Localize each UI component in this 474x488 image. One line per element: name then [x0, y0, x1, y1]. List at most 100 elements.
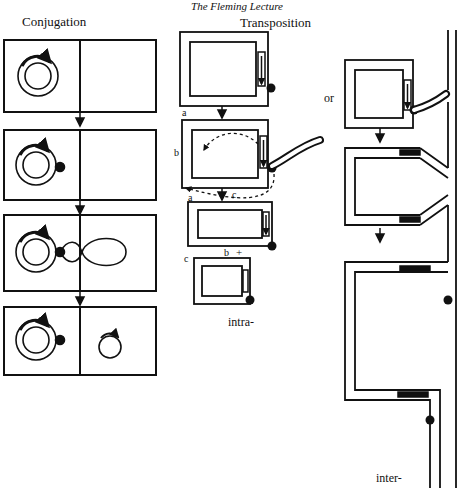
step-arrow [376, 234, 384, 242]
cell-wall [180, 32, 268, 106]
chromosome-circle [16, 56, 58, 360]
site-label: a [182, 108, 186, 118]
host-chromosome [448, 30, 456, 488]
cell-wall [198, 210, 262, 238]
conjugation-panels [79, 215, 81, 291]
cell-wall [188, 202, 272, 246]
site-label: + [236, 247, 242, 258]
dashed-path [186, 133, 274, 197]
conjugation-panels [79, 130, 81, 200]
step-arrow [76, 118, 84, 126]
cell-wall [345, 60, 413, 128]
chromosome-circle [18, 56, 58, 96]
site-label: c [232, 190, 236, 200]
site-label: b [224, 248, 229, 258]
conjugation-panels [4, 40, 156, 375]
step-arrow [76, 106, 384, 305]
step-arrow [76, 206, 84, 214]
section-heading: Transposition [240, 16, 311, 29]
step-arrow [79, 291, 81, 297]
replication-arrow [20, 56, 118, 338]
transposon [404, 80, 411, 110]
cell-wall [192, 130, 258, 178]
host-chromosome [447, 205, 449, 262]
replication-arrow [20, 320, 48, 330]
transposon-arrow [265, 215, 267, 234]
excised-element [414, 94, 446, 110]
conjugation-panels [4, 307, 156, 375]
replication-arrow [20, 232, 48, 242]
cell-wall [345, 148, 420, 225]
end-dot [246, 296, 255, 305]
end-dot [444, 296, 453, 305]
cell-wall [202, 266, 242, 296]
cell-wall [355, 272, 448, 488]
chromosome-circle [23, 152, 49, 178]
section-heading: Conjugation [22, 15, 86, 28]
chromosome-circle [16, 320, 56, 360]
transposon [400, 266, 430, 271]
step-arrow [79, 112, 81, 118]
step-arrow [79, 200, 81, 206]
end-dot [267, 84, 276, 93]
excised-element [414, 94, 446, 110]
dashed-path [204, 133, 258, 150]
plasmid [56, 163, 65, 172]
cell-wall [345, 262, 448, 488]
end-dot [426, 416, 435, 425]
cell-wall [182, 120, 268, 188]
conjugation-panels [4, 130, 156, 200]
site-label: a [188, 193, 192, 203]
cell-wall [355, 70, 403, 118]
replication-arrow [20, 145, 48, 155]
step-arrow [376, 134, 384, 142]
chromosome-circle [23, 239, 49, 265]
plasmid [60, 239, 126, 266]
excised-element [272, 140, 320, 166]
end-dot [268, 242, 277, 251]
conjugation-panels [79, 40, 81, 112]
transposon [398, 392, 428, 397]
chromosome-circle [25, 63, 51, 89]
plasmid [99, 336, 121, 358]
transposon [243, 270, 248, 292]
site-label: b [174, 148, 179, 158]
conjugation-panels [4, 215, 156, 291]
transposon-arrow [262, 56, 408, 234]
transposon-arrow [261, 56, 263, 84]
end-dot [246, 84, 453, 425]
transposon-arrow [407, 84, 409, 108]
plasmid [56, 336, 65, 345]
panel-caption: inter- [376, 472, 402, 484]
chromosome-circle [16, 232, 56, 272]
transposon [243, 52, 430, 397]
plasmid [56, 163, 127, 359]
transposon [400, 217, 420, 222]
cell-wall [190, 42, 256, 96]
replication-arrow [22, 56, 50, 66]
conjugation-panels [79, 307, 81, 375]
cell-wall [420, 148, 448, 225]
site-label: c [184, 254, 188, 264]
chromosome-circle [16, 145, 56, 185]
host-chromosome [447, 30, 449, 90]
alternative-label: or [324, 92, 334, 104]
chromosome-circle [23, 327, 49, 353]
transposon-arrow [263, 140, 265, 166]
cell-wall [355, 158, 420, 215]
transposon [400, 150, 420, 155]
transposon [263, 212, 269, 236]
step-arrow [76, 297, 84, 305]
transposon [258, 52, 265, 86]
host-chromosome [447, 102, 449, 168]
host-chromosome [455, 30, 457, 488]
panel-caption: intra- [228, 316, 254, 328]
dashed-path [186, 174, 274, 198]
excised-element [272, 140, 320, 166]
step-arrow [218, 110, 226, 118]
page-title: The Fleming Lecture [191, 1, 283, 12]
excised-element [272, 94, 446, 166]
transposon [260, 136, 267, 168]
